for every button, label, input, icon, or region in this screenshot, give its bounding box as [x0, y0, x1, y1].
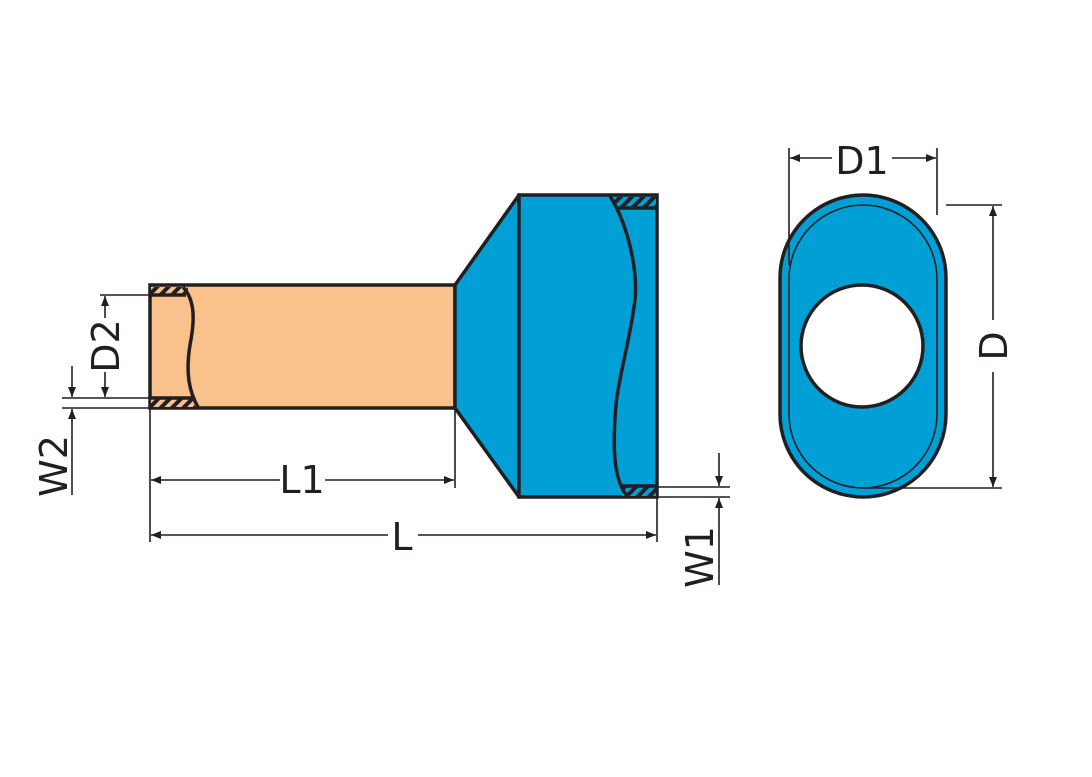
- label-l1: L1: [279, 458, 324, 502]
- label-d1: D1: [835, 139, 888, 183]
- metal-sleeve: [148, 283, 457, 410]
- dimension-lines: [62, 148, 1002, 585]
- label-d: D: [972, 331, 1016, 360]
- label-l: L: [391, 515, 412, 559]
- label-w2: W2: [32, 435, 76, 497]
- wire-entry-hole: [799, 283, 925, 409]
- label-w1: W1: [678, 526, 722, 588]
- plastic-collar: [453, 193, 659, 499]
- front-view: [778, 193, 948, 499]
- label-d2: D2: [84, 319, 128, 372]
